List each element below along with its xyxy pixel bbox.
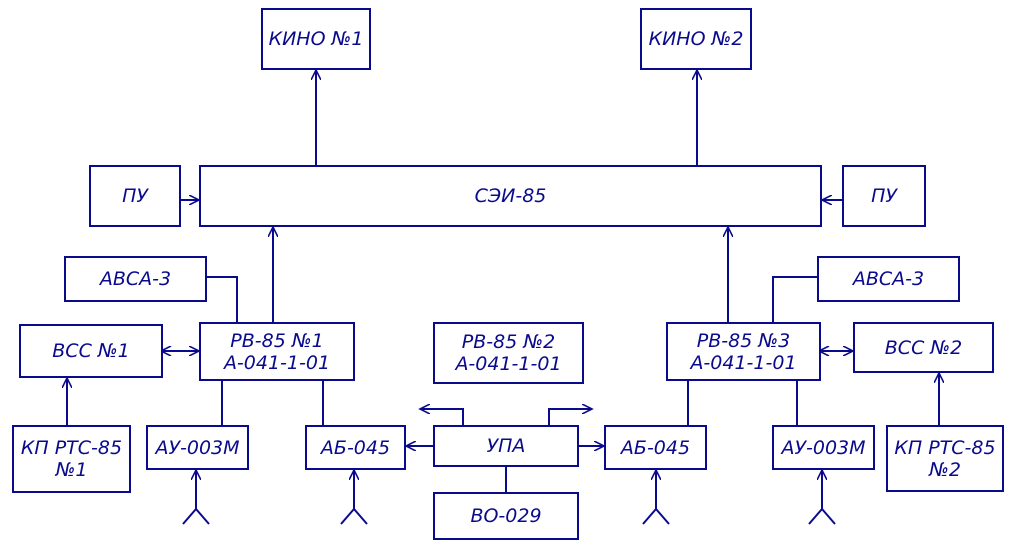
block-ab-right: АБ-045 — [604, 425, 707, 470]
block-kp2: КП РТС-85 №2 — [886, 425, 1004, 492]
block-avsa-left: АВСА-3 — [64, 256, 207, 302]
block-ab-left-label: АБ-045 — [320, 436, 391, 459]
block-avsa-right-label: АВСА-3 — [852, 268, 925, 290]
block-rv3-line2: А-041-1-01 — [690, 351, 797, 374]
antenna-au-right-icon — [808, 470, 836, 525]
block-rv3: РВ-85 №3 А-041-1-01 — [666, 322, 821, 381]
block-au-left-label: АУ-003М — [155, 436, 240, 459]
block-vss2: ВСС №2 — [853, 322, 994, 373]
block-upa: УПА — [433, 425, 579, 467]
link-avsa-right-rv3 — [772, 276, 817, 322]
block-rv1-line1: РВ-85 №1 — [230, 329, 324, 352]
block-avsa-left-label: АВСА-3 — [99, 268, 172, 290]
block-kp1-line2: №1 — [55, 459, 88, 481]
block-pu-right-label: ПУ — [871, 185, 897, 207]
block-rv2: РВ-85 №2 А-041-1-01 — [433, 322, 584, 384]
block-rv2-line2: А-041-1-01 — [455, 353, 562, 375]
block-upa-label: УПА — [486, 435, 526, 457]
block-pu-right: ПУ — [842, 165, 926, 227]
upa-out-right-arrow — [548, 409, 592, 425]
block-rv1: РВ-85 №1 А-041-1-01 — [199, 322, 355, 381]
block-au-right: АУ-003М — [772, 425, 875, 470]
block-sei: СЭИ-85 — [199, 165, 822, 227]
antenna-ab-left-icon — [340, 470, 368, 525]
block-kino1-label: КИНО №1 — [268, 28, 364, 50]
block-pu-left: ПУ — [89, 165, 181, 227]
block-kp1-line1: КП РТС-85 — [20, 437, 123, 459]
block-kino2: КИНО №2 — [640, 8, 752, 70]
block-kino1: КИНО №1 — [261, 8, 371, 70]
block-vss2-label: ВСС №2 — [884, 336, 963, 359]
link-avsa-left-rv1 — [207, 276, 238, 322]
block-kino2-label: КИНО №2 — [648, 28, 744, 50]
block-rv1-line2: А-041-1-01 — [223, 351, 331, 374]
block-kp2-line1: КП РТС-85 — [894, 436, 996, 459]
block-avsa-right: АВСА-3 — [817, 256, 960, 302]
antenna-ab-right-icon — [642, 470, 670, 525]
block-kp1: КП РТС-85 №1 — [12, 425, 131, 493]
block-au-right-label: АУ-003М — [781, 436, 866, 459]
block-rv3-line1: РВ-85 №3 — [696, 329, 791, 352]
block-rv2-line1: РВ-85 №2 — [461, 331, 556, 353]
block-vss1: ВСС №1 — [19, 324, 163, 378]
block-au-left: АУ-003М — [146, 425, 249, 470]
block-pu-left-label: ПУ — [122, 185, 148, 207]
block-ab-left: АБ-045 — [305, 425, 406, 470]
block-ab-right-label: АБ-045 — [620, 436, 691, 459]
antenna-au-left-icon — [182, 470, 210, 525]
block-vo-label: ВО-029 — [470, 505, 542, 527]
upa-out-left-arrow — [420, 409, 464, 425]
block-vo: ВО-029 — [433, 492, 579, 540]
block-kp2-line2: №2 — [929, 458, 961, 481]
block-vss1-label: ВСС №1 — [52, 340, 130, 362]
block-sei-label: СЭИ-85 — [474, 185, 547, 207]
